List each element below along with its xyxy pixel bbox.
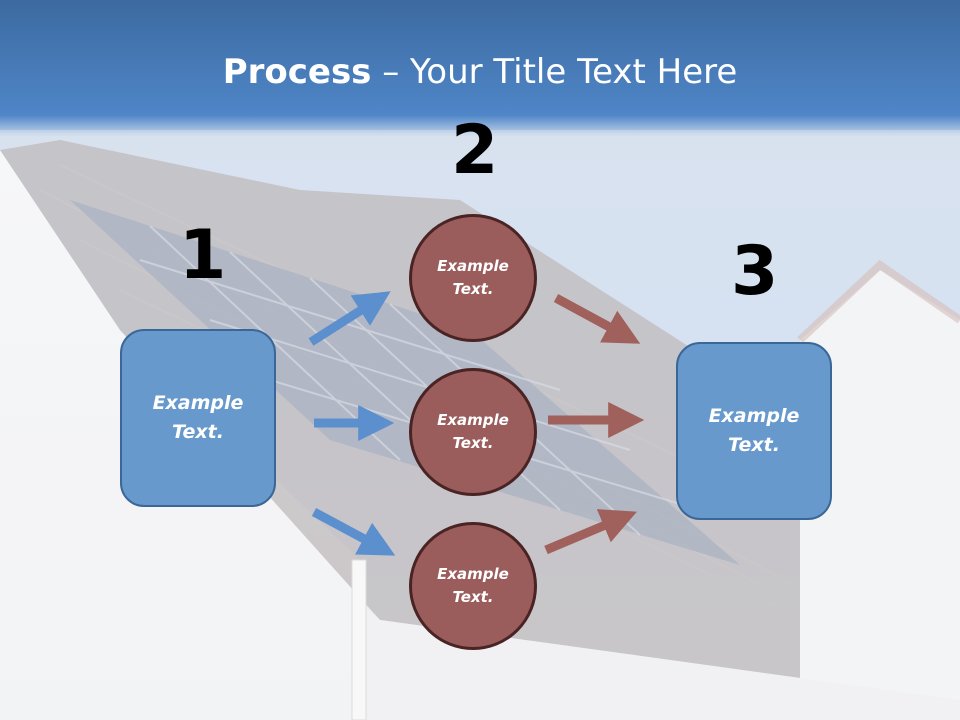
step-2-circle-middle-label: Example Text. bbox=[437, 411, 509, 452]
step-2-circle-bottom: Example Text. bbox=[409, 522, 537, 650]
step-number-1: 1 bbox=[179, 216, 227, 295]
arrow-up-right-blue bbox=[308, 291, 391, 346]
step-2-circle-middle: Example Text. bbox=[409, 368, 537, 496]
step-1-box: Example Text. bbox=[120, 329, 276, 507]
step-3-box: Example Text. bbox=[676, 342, 832, 520]
title-bold: Process bbox=[222, 52, 372, 92]
step-number-2: 2 bbox=[451, 111, 499, 190]
arrow-down-right-red bbox=[553, 294, 641, 344]
step-3-label: Example Text. bbox=[708, 405, 800, 456]
arrow-down-right-blue bbox=[311, 508, 396, 556]
slide-title: Process – Your Title Text Here bbox=[0, 52, 960, 92]
step-number-3: 3 bbox=[731, 232, 779, 311]
step-2-circle-bottom-label: Example Text. bbox=[437, 565, 509, 606]
step-2-circle-top-label: Example Text. bbox=[437, 257, 509, 298]
title-rest: – Your Title Text Here bbox=[371, 52, 738, 92]
step-2-circle-top: Example Text. bbox=[409, 214, 537, 342]
step-1-label: Example Text. bbox=[152, 392, 244, 443]
arrow-up-right-red bbox=[544, 509, 637, 555]
